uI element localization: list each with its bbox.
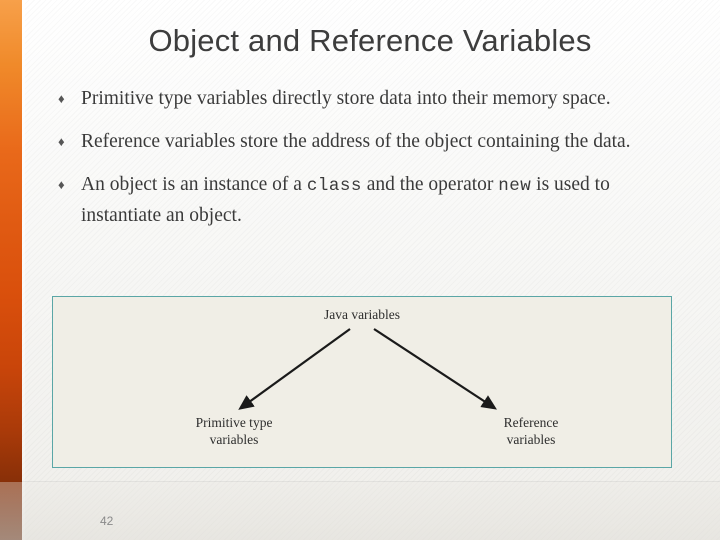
list-item: ♦ Primitive type variables directly stor…	[58, 84, 683, 113]
bullet-list: ♦ Primitive type variables directly stor…	[58, 84, 683, 244]
code-keyword-new: new	[498, 176, 532, 196]
page-title: Object and Reference Variables	[148, 23, 592, 58]
diagram-left-label-line2: variables	[210, 432, 259, 447]
diagram-right-label-line1: Reference	[504, 415, 559, 430]
bullet-marker-icon: ♦	[58, 134, 65, 149]
bullet-marker-icon: ♦	[58, 177, 65, 192]
page-number: 42	[100, 514, 114, 528]
list-item-text-segment: is used to instantiate an object.	[81, 174, 610, 226]
java-variables-diagram: Java variables Primitive type variables …	[52, 296, 672, 468]
diagram-top-label: Java variables	[324, 307, 400, 322]
list-item-text: Primitive type variables directly store …	[81, 88, 611, 109]
left-accent-bar-highlight	[22, 0, 25, 540]
list-item-text-segment: and the operator	[361, 174, 499, 195]
diagram-svg: Java variables Primitive type variables …	[196, 307, 559, 447]
left-accent-bar	[0, 0, 22, 540]
footer-divider	[22, 481, 720, 482]
list-item: ♦ An object is an instance of a class an…	[58, 170, 683, 230]
list-item: ♦ Reference variables store the address …	[58, 127, 683, 156]
code-keyword-class: class	[306, 176, 362, 196]
footer-background	[0, 482, 720, 540]
list-item-text: Reference variables store the address of…	[81, 131, 631, 152]
bullet-marker-icon: ♦	[58, 91, 65, 106]
diagram-left-label-line1: Primitive type	[196, 415, 273, 430]
list-item-text-segment: An object is an instance of a	[81, 174, 307, 195]
arrow-to-primitive-icon	[238, 328, 351, 410]
diagram-right-label-line2: variables	[507, 432, 556, 447]
arrow-to-reference-icon	[373, 328, 497, 410]
